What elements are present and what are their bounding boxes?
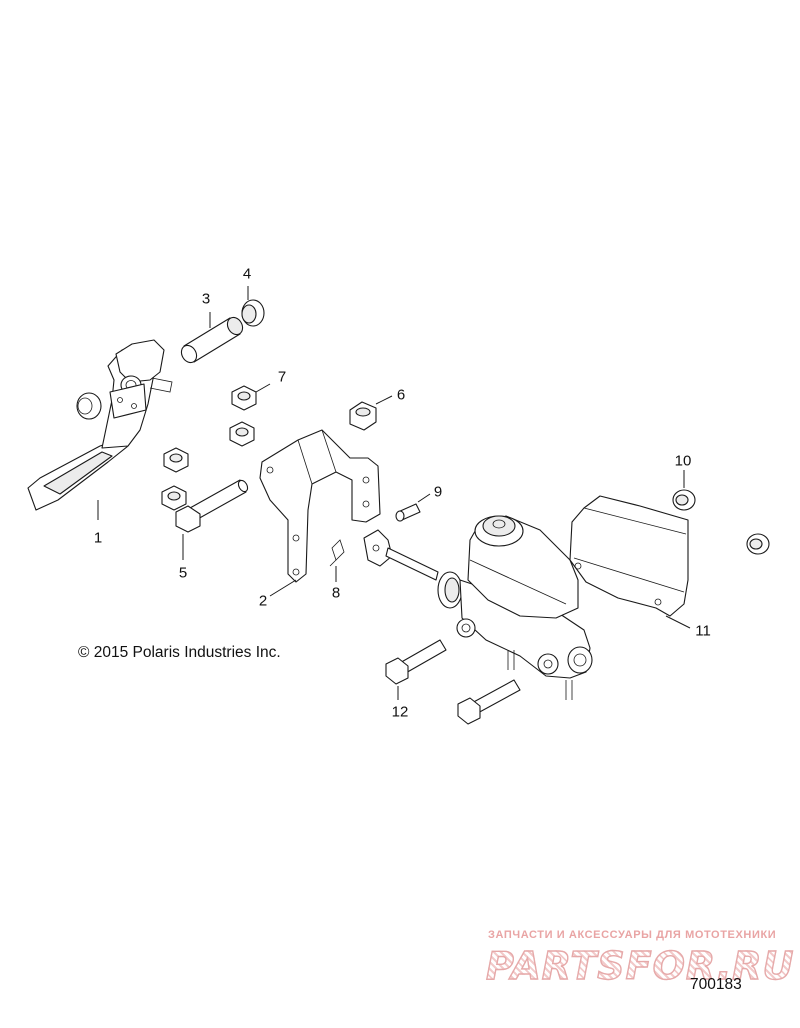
callout-8: 8	[331, 584, 341, 602]
watermark-logo: PARTSFOR.RU	[485, 943, 795, 988]
callout-3: 3	[201, 290, 211, 308]
callout-9: 9	[433, 483, 443, 501]
watermark-tagline: ЗАПЧАСТИ И АКСЕССУАРЫ ДЛЯ МОТОТЕХНИКИ	[488, 929, 777, 941]
callout-10: 10	[674, 452, 692, 470]
master-cylinder-assembly	[363, 515, 593, 700]
callout-12: 12	[391, 703, 409, 721]
part-7-nuts	[161, 385, 257, 511]
leader-lines	[97, 286, 691, 700]
callout-5: 5	[178, 564, 188, 582]
callout-4: 4	[242, 265, 252, 283]
part-6-nut	[349, 401, 377, 431]
part-2-mounting-bracket	[259, 429, 381, 583]
part-9-pin	[395, 503, 421, 522]
callout-7: 7	[277, 368, 287, 386]
callout-6: 6	[396, 386, 406, 404]
part-11-shield-plate	[569, 495, 689, 617]
part-10-grommets	[672, 489, 770, 555]
part-1-brake-pedal	[27, 339, 173, 511]
callout-11: 11	[695, 622, 711, 640]
part-8-clip	[329, 539, 345, 567]
part-4-flange-bushing	[241, 299, 265, 327]
callout-2: 2	[258, 592, 268, 610]
pedal-bushing-left	[76, 392, 102, 420]
callout-1: 1	[93, 529, 103, 547]
figure-id: 700183	[690, 976, 742, 993]
part-12-bolts	[385, 639, 521, 725]
part-3-pivot-tube	[180, 316, 244, 364]
part-5-bolt	[175, 479, 249, 533]
copyright-notice: © 2015 Polaris Industries Inc.	[78, 644, 281, 661]
